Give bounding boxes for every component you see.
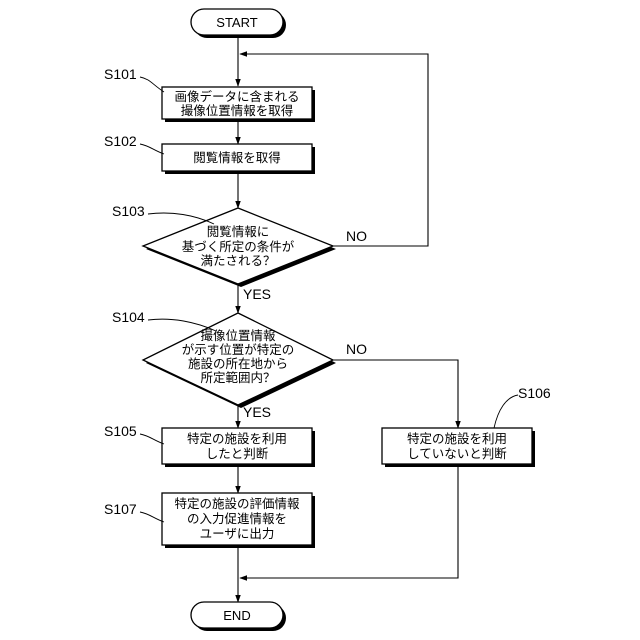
step-s107-box: 特定の施設の評価情報 の入力促進情報を ユーザに出力: [162, 493, 315, 548]
step-s103-line-1: 閲覧情報に: [207, 224, 270, 239]
step-s107-leader: [140, 512, 164, 522]
step-s101-line-2: 撮像位置情報を取得: [181, 103, 294, 118]
step-s103-line-2: 基づく所定の条件が: [182, 239, 295, 254]
step-s102-label: S102: [104, 133, 137, 149]
step-s101-label: S101: [104, 66, 137, 82]
step-s106-line-1: 特定の施設を利用: [407, 431, 507, 446]
step-s104-label: S104: [112, 309, 145, 325]
step-s103-line-3: 満たされる？: [200, 253, 275, 268]
step-s107-line-2: の入力促進情報を: [187, 511, 287, 526]
step-s104-line-1: 撮像位置情報: [200, 328, 276, 343]
step-s101-leader: [140, 77, 164, 92]
step-s102-leader: [140, 144, 164, 154]
step-s106-box: 特定の施設を利用 していないと判断: [382, 428, 535, 467]
step-s106-line-2: していないと判断: [407, 446, 507, 461]
step-s103-label: S103: [112, 203, 145, 219]
step-s104-decision: 撮像位置情報 が示す位置が特定の 施設の所在地から 所定範囲内？: [143, 313, 336, 408]
step-s106-label: S106: [518, 385, 551, 401]
step-s107-label: S107: [104, 501, 137, 517]
s103-yes-label: YES: [243, 286, 271, 302]
step-s103-decision: 閲覧情報に 基づく所定の条件が 満たされる？: [143, 208, 336, 287]
step-s105-label: S105: [104, 423, 137, 439]
s104-no-label: NO: [346, 341, 367, 357]
s103-no-label: NO: [346, 228, 367, 244]
start-label: START: [216, 15, 257, 30]
step-s102-box: 閲覧情報を取得: [162, 144, 315, 174]
step-s105-leader: [140, 434, 164, 444]
step-s107-line-1: 特定の施設の評価情報: [174, 496, 300, 511]
step-s105-line-2: したと判断: [206, 446, 269, 461]
step-s104-line-3: 施設の所在地から: [188, 356, 288, 371]
step-s107-line-3: ユーザに出力: [200, 526, 275, 541]
end-label: END: [223, 608, 250, 623]
step-s101-box: 画像データに含まれる 撮像位置情報を取得: [162, 87, 315, 122]
start-terminal: START: [191, 9, 286, 38]
step-s106-leader: [494, 395, 518, 428]
step-s105-box: 特定の施設を利用 したと判断: [162, 428, 315, 467]
end-terminal: END: [191, 602, 286, 631]
s104-yes-label: YES: [243, 404, 271, 420]
step-s105-line-1: 特定の施設を利用: [187, 431, 287, 446]
step-s104-line-2: が示す位置が特定の: [182, 342, 295, 357]
step-s102-line-1: 閲覧情報を取得: [193, 150, 281, 165]
step-s104-line-4: 所定範囲内？: [200, 370, 275, 385]
step-s101-line-1: 画像データに含まれる: [174, 89, 299, 104]
